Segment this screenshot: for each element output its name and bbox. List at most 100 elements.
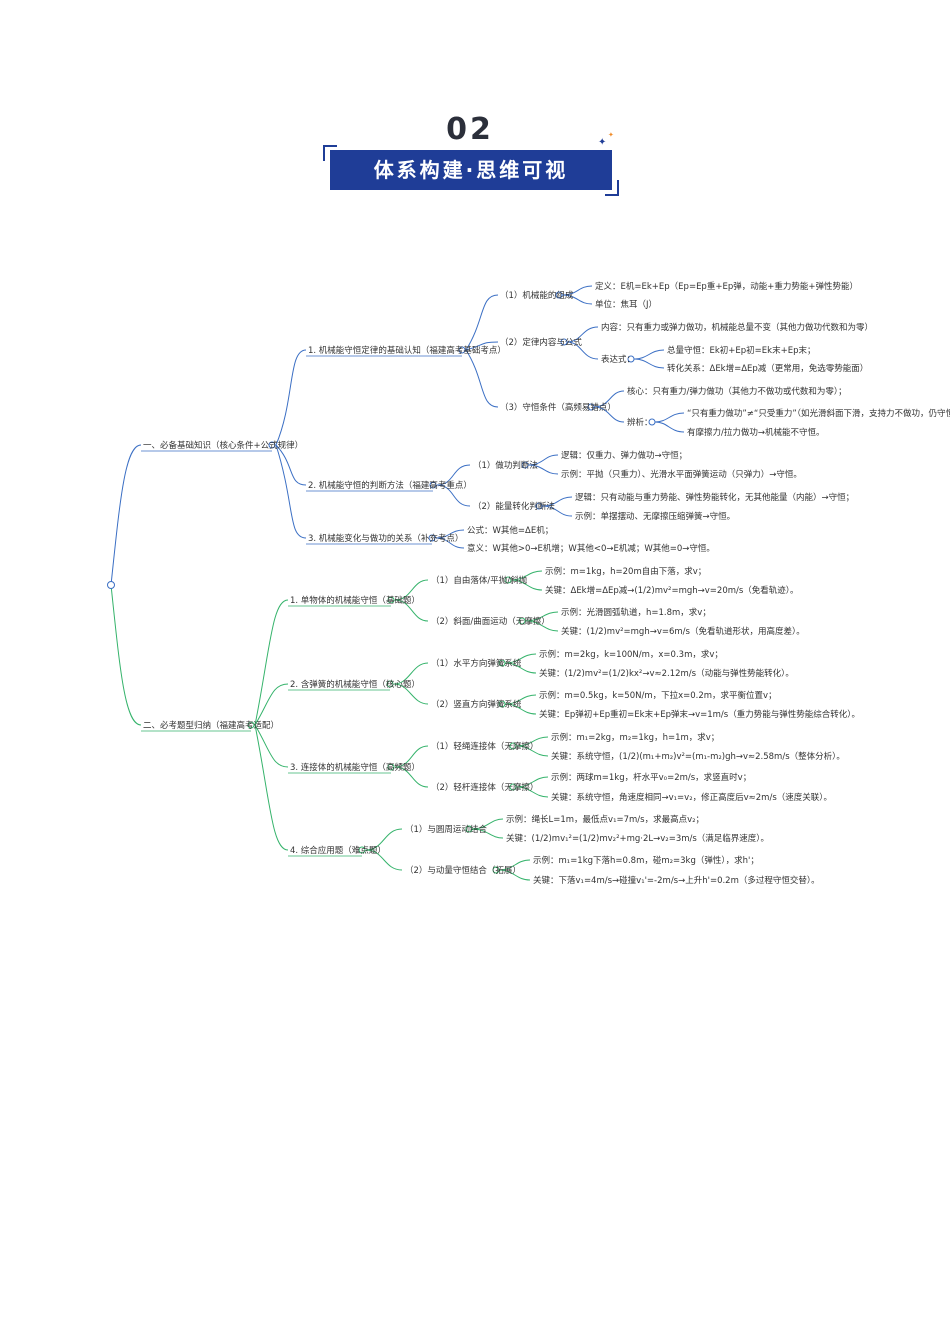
b2-t1-s1-leaf-2: 关键：ΔEk增=ΔEp减→(1/2)mv²=mgh→v=20m/s（免看轨迹）。 — [545, 585, 799, 596]
connector — [471, 818, 504, 830]
connector — [254, 724, 289, 851]
b2-t2-s2-leaf-1: 示例：m=0.5kg，k=50N/m，下拉x=0.2m，求平衡位置v； — [539, 690, 777, 701]
b1-t2-s2-leaf-1: 逻辑：只有动能与重力势能、弹性势能转化，无其他能量（内能）→守恒； — [575, 492, 854, 503]
connector — [561, 294, 593, 305]
connector — [527, 454, 559, 466]
b2-t2-sub-2: （2）竖直方向弹簧系统 — [431, 699, 522, 710]
node-dot — [560, 338, 568, 346]
connector — [394, 599, 429, 622]
connector — [110, 584, 142, 726]
b2-t3-s2-leaf-2: 关键：系统守恒，角速度相同→v₁=v₂，修正高度后v≈2m/s（速度关联）。 — [551, 792, 832, 803]
b1-t2-s2-leaf-2: 示例：单摆摆动、无摩擦压缩弹簧→守恒。 — [575, 511, 735, 522]
b2-t4-s1-leaf-2: 关键：(1/2)mv₁²=(1/2)mv₂²+mg·2L→v₂=3m/s（满足临… — [506, 833, 769, 844]
connector — [515, 786, 549, 798]
b2-t4-s2-leaf-2: 关键：下落v₁=4m/s→碰撞v₁'=-2m/s→上升h'=0.2m（多过程守恒… — [533, 875, 820, 886]
connector — [510, 570, 543, 581]
node-dot — [509, 742, 517, 750]
node-dot — [504, 576, 512, 584]
branch-2-label: 二、必考题型归纳（福建高考适配） — [143, 720, 279, 731]
node-dot — [465, 825, 473, 833]
connector — [654, 412, 685, 423]
connector — [541, 505, 573, 517]
connector — [515, 776, 549, 788]
connector — [110, 444, 142, 586]
node-dot — [268, 441, 276, 449]
connector — [498, 869, 531, 881]
connector — [465, 341, 499, 351]
node-dot — [518, 617, 526, 625]
b2-t1-s2-leaf-1: 示例：光滑圆弧轨道，h=1.8m，求v； — [561, 607, 711, 618]
node-dot — [492, 866, 500, 874]
node-dot — [498, 659, 506, 667]
b1-t1-s2-expr-leaf-1: 总量守恒：Ek初+Ep初=Ek末+Ep末； — [667, 345, 816, 356]
connector — [394, 579, 429, 601]
node-dot — [587, 403, 595, 411]
node-dot — [428, 534, 436, 542]
b2-topic-1: 1. 单物体的机械能守恒（基础题） — [290, 595, 420, 606]
connector — [465, 294, 499, 351]
b1-t1-s2-expr-leaf-2: 转化关系：ΔEk增=ΔEp减（更常用，免选零势能面） — [667, 363, 868, 374]
section-number: 02 — [446, 112, 494, 147]
b2-t1-s2-leaf-2: 关键：(1/2)mv²=mgh→v=6m/s（免看轨道形状，用高度差）。 — [561, 626, 805, 637]
b2-topic-2: 2. 含弹簧的机械能守恒（核心题） — [290, 679, 420, 690]
connector — [275, 444, 307, 486]
connector — [566, 341, 599, 360]
b2-t4-s2-leaf-1: 示例：m₁=1kg下落h=0.8m，碰m₂=3kg（弹性），求h'； — [533, 855, 759, 866]
b1-topic-2: 2. 机械能守恒的判断方法（福建高考重点） — [308, 480, 472, 491]
connector — [435, 537, 465, 549]
branch-1-label: 一、必备基础知识（核心条件+公式规律） — [143, 440, 303, 451]
connector — [471, 828, 504, 839]
connector — [254, 683, 289, 726]
b1-t1-s3-leaf-1: 核心：只有重力/弹力做功（其他力不做功或代数和为零）； — [627, 386, 847, 397]
b2-t2-s1-leaf-1: 示例：m=2kg，k=100N/m，x=0.3m，求v； — [539, 649, 723, 660]
node-dot — [387, 596, 395, 604]
b2-t4-s1-leaf-1: 示例：绳长L=1m，最低点v₁=7m/s，求最高点v₂； — [506, 814, 704, 825]
connector — [365, 849, 403, 871]
small-sparkle-icon: ✦ — [608, 131, 614, 139]
connector — [593, 406, 625, 423]
node-dot — [358, 846, 366, 854]
b1-t2-sub-1: （1）做功判断法 — [473, 460, 538, 471]
b2-t4-sub-1: （1）与圆周运动结合 — [405, 824, 487, 835]
node-dot — [387, 763, 395, 771]
node-dot — [247, 721, 255, 729]
sparkle-icon: ✦ — [598, 137, 607, 148]
b1-t1-s3-an-leaf-1: “只有重力做功”≠“只受重力”（如光滑斜面下滑，支持力不做功，仍守恒）； — [687, 408, 950, 419]
connector — [654, 421, 685, 433]
connector — [593, 390, 625, 408]
node-dot — [521, 461, 529, 469]
connector — [527, 464, 559, 475]
b2-t1-sub-2: （2）斜面/曲面运动（无摩擦） — [431, 616, 550, 627]
node-dot — [535, 502, 543, 510]
connector — [504, 703, 537, 715]
connector — [394, 745, 429, 768]
connector — [393, 662, 429, 685]
node-dot — [458, 346, 466, 354]
node-dot — [648, 418, 656, 426]
b2-t2-s2-leaf-2: 关键：Ep弹初+Ep重初=Ek末+Ep弹末→v=1m/s（重力势能与弹性势能综合… — [539, 709, 860, 720]
banner-frame-bottom-right — [605, 180, 619, 196]
connector — [254, 724, 289, 768]
connector — [254, 599, 289, 726]
b2-t3-sub-1: （1）轻绳连接体（无摩擦） — [431, 741, 538, 752]
connector — [465, 349, 499, 408]
node-dot — [386, 680, 394, 688]
b1-t1-sub-1: （1）机械能的组成 — [500, 290, 574, 301]
b1-t1-s1-leaf-1: 定义：E机=Ek+Ep（Ep=Ep重+Ep弹，动能+重力势能+弹性势能） — [595, 281, 858, 292]
node-dot — [429, 481, 437, 489]
banner-frame-top-left — [323, 145, 337, 161]
node-dot — [509, 783, 517, 791]
b1-t3-leaf-2: 意义：W其他>0→E机增；W其他<0→E机减；W其他=0→守恒。 — [467, 543, 715, 554]
connector — [504, 694, 537, 705]
node-dot — [498, 700, 506, 708]
b2-t2-sub-1: （1）水平方向弹簧系统 — [431, 658, 522, 669]
b2-topic-3: 3. 连接体的机械能守恒（高频题） — [290, 762, 420, 773]
b2-t2-s1-leaf-2: 关键：(1/2)mv²=(1/2)kx²→v≈2.12m/s（动能与弹性势能转化… — [539, 668, 794, 679]
b1-t1-s2-leaf-1: 内容：只有重力或弹力做功，机械能总量不变（其他力做功代数和为零） — [601, 322, 873, 333]
connector — [566, 326, 599, 343]
connector — [275, 349, 307, 446]
connector — [515, 745, 549, 757]
node-dot — [627, 355, 635, 363]
connector — [436, 464, 471, 486]
